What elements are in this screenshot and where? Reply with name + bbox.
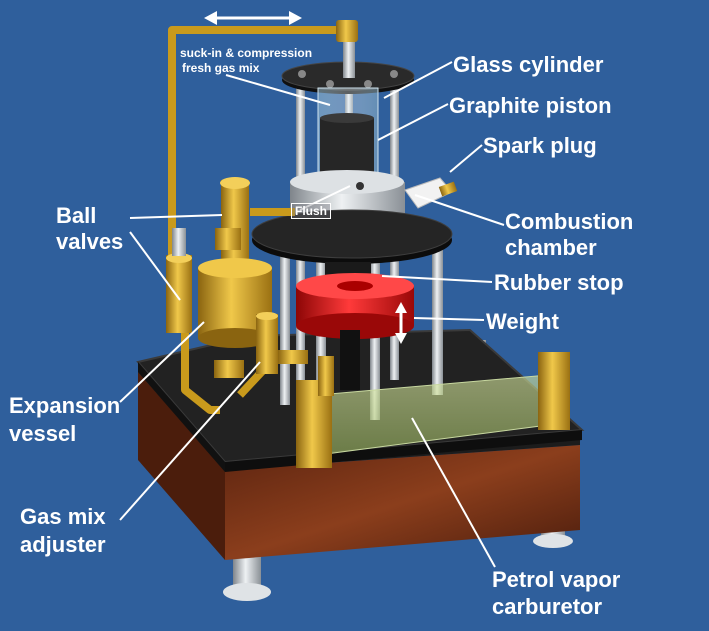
label-ball-valves-line2: valves <box>56 229 124 254</box>
graphite-piston <box>320 118 374 180</box>
label-gas-mix-adjuster-line1: Gas mix <box>20 504 106 529</box>
label-suck-in-line2: fresh gas mix <box>182 61 260 75</box>
label-petrol-vapor-carburetor-line1: Petrol vapor <box>492 567 621 592</box>
leader-lines <box>119 61 505 568</box>
mid-plate <box>251 209 453 264</box>
label-flush: Flush <box>291 203 331 219</box>
slide-arrow <box>204 11 302 25</box>
weight-disc <box>296 273 414 390</box>
petrol-vapor-carburetor <box>296 352 570 468</box>
top-elbow <box>336 20 358 42</box>
spark-plug <box>404 177 458 209</box>
label-gas-mix-adjuster-line2: adjuster <box>20 532 106 557</box>
label-glass-cylinder: Glass cylinder <box>453 52 604 77</box>
gas-mix-adjuster <box>214 312 308 378</box>
label-graphite-piston: Graphite piston <box>449 93 612 118</box>
label-expansion-vessel-line2: vessel <box>9 421 77 446</box>
label-combustion-chamber-line1: Combustion <box>505 209 634 234</box>
label-petrol-vapor-carburetor-line2: carburetor <box>492 594 603 619</box>
label-spark-plug: Spark plug <box>483 133 597 158</box>
top-plate <box>281 38 415 94</box>
label-suck-in-line1: suck-in & compression <box>180 46 313 60</box>
label-combustion-chamber-line2: chamber <box>505 235 597 260</box>
ball-valves <box>166 177 250 333</box>
label-rubber-stop: Rubber stop <box>494 270 624 295</box>
weight-arrow <box>395 302 407 344</box>
label-expansion-vessel-line1: Expansion <box>9 393 121 418</box>
label-weight: Weight <box>486 309 559 334</box>
label-ball-valves-line1: Ball <box>56 203 97 228</box>
